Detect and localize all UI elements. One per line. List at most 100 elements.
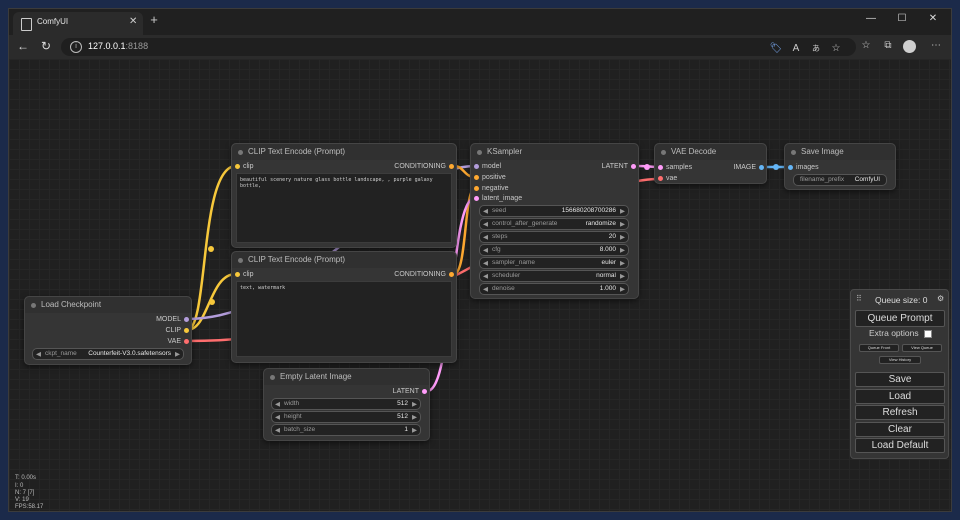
node-title-bar[interactable]: CLIP Text Encode (Prompt) [232,252,456,268]
output-slot-conditioning[interactable] [449,164,454,169]
decrement-arrow-icon[interactable]: ◀ [483,260,488,267]
input-slot-clip[interactable] [235,272,240,277]
profile-icon[interactable] [903,40,916,53]
output-slot-clip[interactable] [184,328,189,333]
collapse-dot[interactable] [238,150,243,155]
collapse-dot[interactable] [270,375,275,380]
translate-icon[interactable]: あ [812,44,820,53]
close-window-button[interactable]: ✕ [928,13,938,24]
queue-front-button[interactable]: Queue Front [859,344,899,352]
ckpt-name-widget[interactable]: ◀ ckpt_name Counterfeit-V3.0.safetensors… [32,348,184,360]
browser-tab[interactable]: ComfyUI ✕ [13,12,143,35]
decrement-arrow-icon[interactable]: ◀ [483,208,488,215]
favorite-icon[interactable]: ☆ [831,43,841,54]
input-slot-samples[interactable] [658,165,663,170]
more-icon[interactable]: ⋯ [931,40,941,51]
node-title-bar[interactable]: Save Image [785,144,895,160]
collapse-dot[interactable] [238,258,243,263]
input-slot-images[interactable] [788,165,793,170]
output-slot-image[interactable] [759,165,764,170]
refresh-button[interactable]: Refresh [855,405,945,420]
decrement-arrow-icon[interactable]: ◀ [275,401,280,408]
vae-decode-node[interactable]: VAE Decode samples vae IMAGE [654,143,767,184]
decrement-arrow-icon[interactable]: ◀ [275,427,280,434]
clip-text-encode-node-positive[interactable]: CLIP Text Encode (Prompt) clip CONDITION… [231,143,457,248]
collapse-dot[interactable] [661,150,666,155]
decrement-arrow-icon[interactable]: ◀ [483,273,488,280]
new-tab-button[interactable]: + [150,12,158,27]
load-button[interactable]: Load [855,389,945,404]
output-slot-vae[interactable] [184,339,189,344]
favorites-bar-icon[interactable]: ☆ [861,40,871,51]
clear-button[interactable]: Clear [855,422,945,437]
increment-arrow-icon[interactable]: ▶ [620,208,625,215]
url-text[interactable]: 127.0.0.1:8188 [88,41,149,51]
graph-canvas[interactable]: CLIP Text Encode (Prompt) clip CONDITION… [9,59,951,511]
increment-arrow-icon[interactable]: ▶ [620,273,625,280]
node-title-bar[interactable]: VAE Decode [655,144,766,160]
node-title-bar[interactable]: Load Checkpoint [25,297,191,313]
node-title-bar[interactable]: KSampler [471,144,638,160]
queue-prompt-button[interactable]: Queue Prompt [855,310,945,327]
input-slot-latent-image[interactable] [474,196,479,201]
save-button[interactable]: Save [855,372,945,387]
address-bar[interactable]: i 127.0.0.1:8188 🏷 A あ ☆ [61,38,856,56]
site-info-icon[interactable]: i [70,41,82,53]
collapse-dot[interactable] [791,150,796,155]
decrement-arrow-icon[interactable]: ◀ [483,286,488,293]
read-aloud-icon[interactable]: A [792,43,800,54]
minimize-button[interactable]: — [866,13,876,24]
back-icon[interactable]: ← [17,39,29,53]
increment-arrow-icon[interactable]: ▶ [412,414,417,421]
node-title-bar[interactable]: Empty Latent Image [264,369,429,385]
gear-icon[interactable]: ⚙ [937,294,945,303]
tag-icon[interactable]: 🏷 [769,43,783,54]
increment-arrow-icon[interactable]: ▶ [412,401,417,408]
increment-arrow-icon[interactable]: ▶ [620,234,625,241]
view-queue-button[interactable]: View Queue [902,344,942,352]
extra-options-checkbox[interactable] [924,330,932,338]
reload-icon[interactable]: ↻ [40,39,52,53]
increment-arrow-icon[interactable]: ▶ [175,351,180,358]
decrement-arrow-icon[interactable]: ◀ [275,414,280,421]
input-slot-vae[interactable] [658,176,663,181]
decrement-arrow-icon[interactable]: ◀ [36,351,41,358]
output-slot-latent[interactable] [631,164,636,169]
prompt-textarea[interactable]: beautiful scenery nature glass bottle la… [236,173,452,243]
output-slot-latent[interactable] [422,389,427,394]
load-checkpoint-node[interactable]: Load Checkpoint MODEL CLIP VAE ◀ ckpt_na… [24,296,192,365]
node-title-bar[interactable]: CLIP Text Encode (Prompt) [232,144,456,160]
tab-close-icon[interactable]: ✕ [129,16,138,27]
load-default-button[interactable]: Load Default [855,438,945,453]
maximize-button[interactable]: ☐ [897,13,907,24]
clip-text-encode-node-negative[interactable]: CLIP Text Encode (Prompt) clip CONDITION… [231,251,457,363]
view-history-button[interactable]: View History [879,356,921,364]
collapse-dot[interactable] [31,303,36,308]
increment-arrow-icon[interactable]: ▶ [412,427,417,434]
collapse-dot[interactable] [477,150,482,155]
input-slot-model[interactable] [474,164,479,169]
output-slot-conditioning[interactable] [449,272,454,277]
decrement-arrow-icon[interactable]: ◀ [483,221,488,228]
collections-icon[interactable]: ⧉ [884,40,892,51]
input-slot-clip[interactable] [235,164,240,169]
increment-arrow-icon[interactable]: ▶ [620,247,625,254]
increment-arrow-icon[interactable]: ▶ [620,286,625,293]
ksampler-node[interactable]: KSampler model positive negative latent_… [470,143,639,299]
drag-handle-icon[interactable]: ⠿ [856,294,862,303]
input-slot-negative[interactable] [474,186,479,191]
input-slot-positive[interactable] [474,175,479,180]
increment-arrow-icon[interactable]: ▶ [620,260,625,267]
decrement-arrow-icon[interactable]: ◀ [483,247,488,254]
